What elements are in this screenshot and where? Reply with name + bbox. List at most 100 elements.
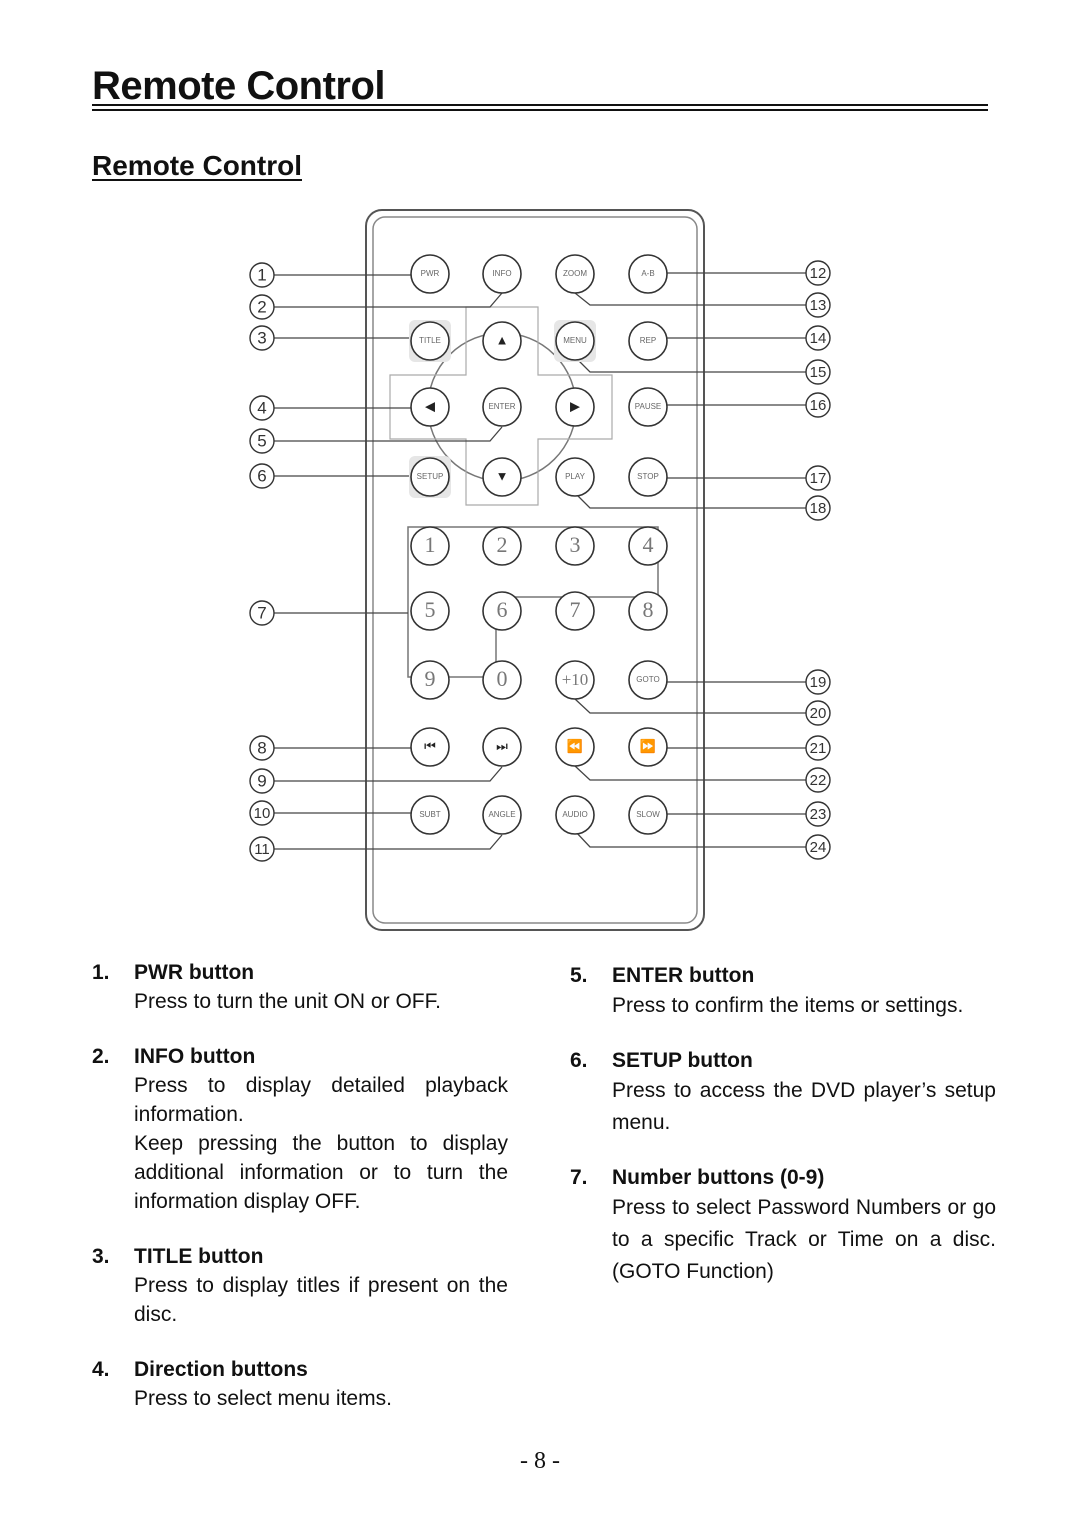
button-label: TITLE (419, 336, 441, 345)
remote-button-pwr: PWR (410, 254, 450, 294)
item-heading: ENTER button (612, 964, 755, 987)
remote-button-menu: MENU (554, 320, 596, 362)
remote-button-0: 0 (482, 660, 522, 700)
button-label: ANGLE (488, 810, 515, 819)
button-label: 7 (570, 597, 581, 622)
callout-3: 3 (249, 325, 275, 351)
remote-button-down-arrow: ▼ (482, 457, 522, 497)
callout-24: 24 (805, 834, 831, 860)
callout-number: 12 (810, 265, 827, 282)
item-info: 2. INFO button Press to display detailed… (92, 1042, 508, 1216)
callout-number: 7 (257, 603, 266, 622)
item-description: Press to access the DVD player’s setup m… (612, 1079, 996, 1134)
callout-6: 6 (249, 463, 275, 489)
callout-number: 18 (810, 500, 827, 517)
remote-button-2: 2 (482, 526, 522, 566)
remote-button-1: 1 (410, 526, 450, 566)
callout-number: 15 (810, 364, 827, 381)
remote-button-a-b: A-B (628, 254, 668, 294)
remote-button-audio: AUDIO (555, 795, 595, 835)
remote-button-3: 3 (555, 526, 595, 566)
item-setup: 6. SETUP button Press to access the DVD … (570, 1046, 996, 1139)
remote-button-8: 8 (628, 591, 668, 631)
callout-number: 14 (810, 330, 827, 347)
callout-number: 11 (254, 841, 270, 858)
button-label: A-B (641, 269, 654, 278)
item-number: 5. (570, 964, 588, 987)
button-label: ENTER (488, 402, 515, 411)
remote-button-pause: PAUSE (628, 387, 668, 427)
item-description: Press to display titles if present on th… (134, 1274, 508, 1326)
title-rule (92, 104, 988, 106)
page-number: - 8 - (520, 1448, 560, 1474)
callout-15: 15 (805, 359, 831, 385)
remote-button-title: TITLE (409, 320, 451, 362)
button-label: PWR (421, 269, 440, 278)
remote-button-4: 4 (628, 526, 668, 566)
description-column-right: 5. ENTER button Press to confirm the ite… (570, 961, 996, 1302)
callout-number: 3 (257, 328, 266, 347)
remote-button-left-arrow: ◀ (410, 387, 450, 427)
remote-button-rewind: ⏪ (555, 727, 595, 767)
item-number: 7. (570, 1166, 588, 1189)
button-label: 6 (497, 597, 508, 622)
page-title: Remote Control (92, 64, 386, 108)
callout-line (274, 766, 503, 782)
callout-21: 21 (805, 735, 831, 761)
callout-number: 23 (810, 806, 827, 823)
callout-23: 23 (805, 801, 831, 827)
button-label: 4 (643, 532, 654, 557)
callout-number: 4 (257, 398, 266, 417)
button-label: ▲ (496, 332, 509, 347)
callout-5: 5 (249, 428, 275, 454)
callout-line (574, 492, 806, 509)
callout-number: 13 (810, 297, 827, 314)
callout-line (574, 292, 806, 306)
remote-button-enter: ENTER (482, 387, 522, 427)
callout-14: 14 (805, 325, 831, 351)
callout-line (574, 765, 806, 781)
button-label: 8 (643, 597, 654, 622)
remote-button-10: +10 (555, 660, 595, 700)
button-label: GOTO (636, 675, 659, 684)
remote-button-5: 5 (410, 591, 450, 631)
button-label: ⏭ (496, 738, 508, 753)
callout-line (574, 698, 806, 714)
callout-number: 5 (257, 431, 266, 450)
button-label: PAUSE (635, 402, 662, 411)
callout-number: 24 (810, 839, 827, 856)
callout-20: 20 (805, 700, 831, 726)
callout-number: 6 (257, 466, 266, 485)
item-number: 6. (570, 1049, 588, 1072)
item-heading: INFO button (134, 1045, 256, 1068)
remote-body-outer (365, 209, 705, 931)
callout-9: 9 (249, 768, 275, 794)
callout-number: 21 (810, 740, 827, 757)
button-label: AUDIO (562, 810, 587, 819)
item-heading: Direction buttons (134, 1358, 308, 1381)
item-heading: TITLE button (134, 1245, 264, 1268)
button-label: +10 (562, 670, 589, 689)
callout-number: 16 (810, 397, 827, 414)
callout-7: 7 (249, 600, 275, 626)
button-label: REP (640, 336, 656, 345)
remote-button-rep: REP (628, 321, 668, 361)
remote-button-prev-track: ⏮ (410, 727, 450, 767)
item-pwr: 1. PWR button Press to turn the unit ON … (92, 958, 508, 1016)
remote-button-9: 9 (410, 660, 450, 700)
item-number-buttons: 7. Number buttons (0-9) Press to select … (570, 1163, 996, 1288)
callout-13: 13 (805, 292, 831, 318)
button-label: 9 (425, 666, 436, 691)
remote-button-6: 6 (482, 591, 522, 631)
callout-number: 1 (257, 265, 266, 284)
item-title: 3. TITLE button Press to display titles … (92, 1242, 508, 1329)
callout-number: 22 (810, 772, 827, 789)
item-description: Press to select Password Numbers or go t… (612, 1196, 996, 1283)
remote-button-fast-forward: ⏩ (628, 727, 668, 767)
item-number: 1. (92, 961, 110, 984)
item-enter: 5. ENTER button Press to confirm the ite… (570, 961, 996, 1022)
button-label: ZOOM (563, 269, 587, 278)
remote-body-inner (372, 216, 698, 924)
remote-button-play: PLAY (555, 457, 595, 497)
